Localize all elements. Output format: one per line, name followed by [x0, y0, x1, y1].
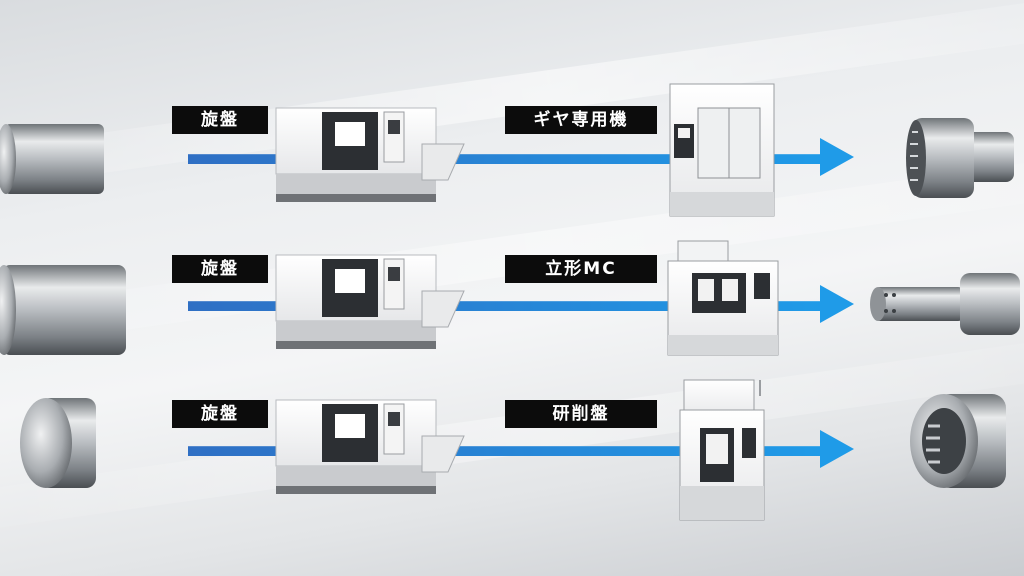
- first-process-label: 旋盤: [172, 400, 268, 428]
- metal-bar-stock-icon: [0, 265, 126, 355]
- first-process-label: 旋盤: [172, 106, 268, 134]
- ring-part-icon: [910, 394, 1006, 488]
- metal-bar-stock-icon: [0, 124, 104, 194]
- second-process-label: ギヤ専用機: [505, 106, 657, 134]
- second-process-label: 研削盤: [505, 400, 657, 428]
- flow-arrow: [188, 301, 828, 311]
- spline-shaft-part-icon: [870, 273, 1020, 335]
- grinding-machine-icon: [679, 379, 765, 521]
- cnc-lathe-icon: [275, 254, 465, 349]
- gear-hobbing-machine-icon: [669, 83, 775, 217]
- flow-arrow: [188, 154, 828, 164]
- vertical-machining-center-icon: [667, 240, 779, 356]
- first-process-label: 旋盤: [172, 255, 268, 283]
- metal-bar-stock-icon: [20, 398, 96, 488]
- flow-arrow: [188, 446, 828, 456]
- process-row-3: 旋盤 研削盤: [0, 379, 1024, 540]
- process-row-2: 旋盤 立形MC: [0, 240, 1024, 395]
- arrow-head-icon: [820, 430, 854, 468]
- arrow-head-icon: [820, 138, 854, 176]
- cnc-lathe-icon: [275, 107, 465, 202]
- gear-shaft-part-icon: [906, 118, 1014, 198]
- cnc-lathe-icon: [275, 399, 465, 494]
- second-process-label: 立形MC: [505, 255, 657, 283]
- process-row-1: 旋盤 ギヤ専用機: [0, 83, 1024, 246]
- arrow-head-icon: [820, 285, 854, 323]
